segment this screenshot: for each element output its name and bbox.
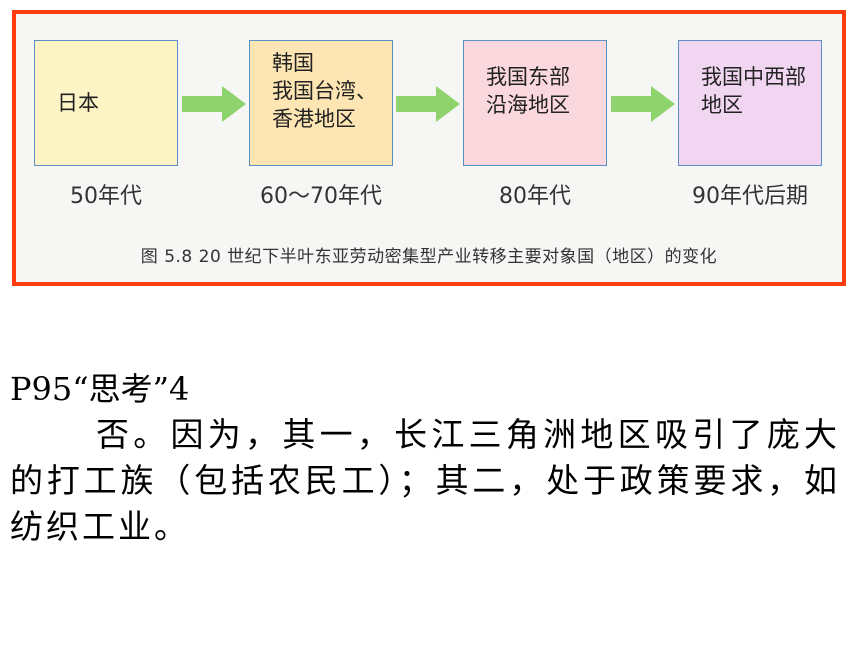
stage-box-japan: 日本: [34, 40, 178, 166]
stage-region-label: 韩国 我国台湾、 香港地区: [272, 51, 377, 131]
stage-region-label: 我国东部 沿海地区: [486, 65, 570, 117]
figure-caption: 图 5.8 20 世纪下半叶东亚劳动密集型产业转移主要对象国（地区）的变化: [140, 247, 718, 267]
stage-era-label: 90年代后期: [692, 184, 808, 209]
stage-region-label: 日本: [57, 91, 99, 115]
question-heading: P95“思考”4: [10, 370, 190, 408]
figure-panel: 日本 韩国 我国台湾、 香港地区 我国东部 沿海地区 我国中西部 地区 50年代…: [12, 10, 846, 286]
stage-box-central-west: 我国中西部 地区: [678, 40, 822, 166]
stage-region-label: 我国中西部 地区: [701, 65, 806, 117]
stage-era-label: 60～70年代: [260, 184, 382, 209]
answer-paragraph: 否。因为，其一，长江三角洲地区吸引了庞大的打工族（包括农民工）；其二，处于政策要…: [10, 415, 840, 546]
stage-era-label: 80年代: [499, 184, 571, 209]
stage-era-label: 50年代: [70, 184, 142, 209]
arrow-right-icon: [396, 86, 460, 122]
arrow-right-icon: [182, 86, 246, 122]
arrow-right-icon: [611, 86, 675, 122]
stage-box-east-coast: 我国东部 沿海地区: [463, 40, 607, 166]
stage-box-korea-taiwan-hongkong: 韩国 我国台湾、 香港地区: [249, 40, 393, 166]
